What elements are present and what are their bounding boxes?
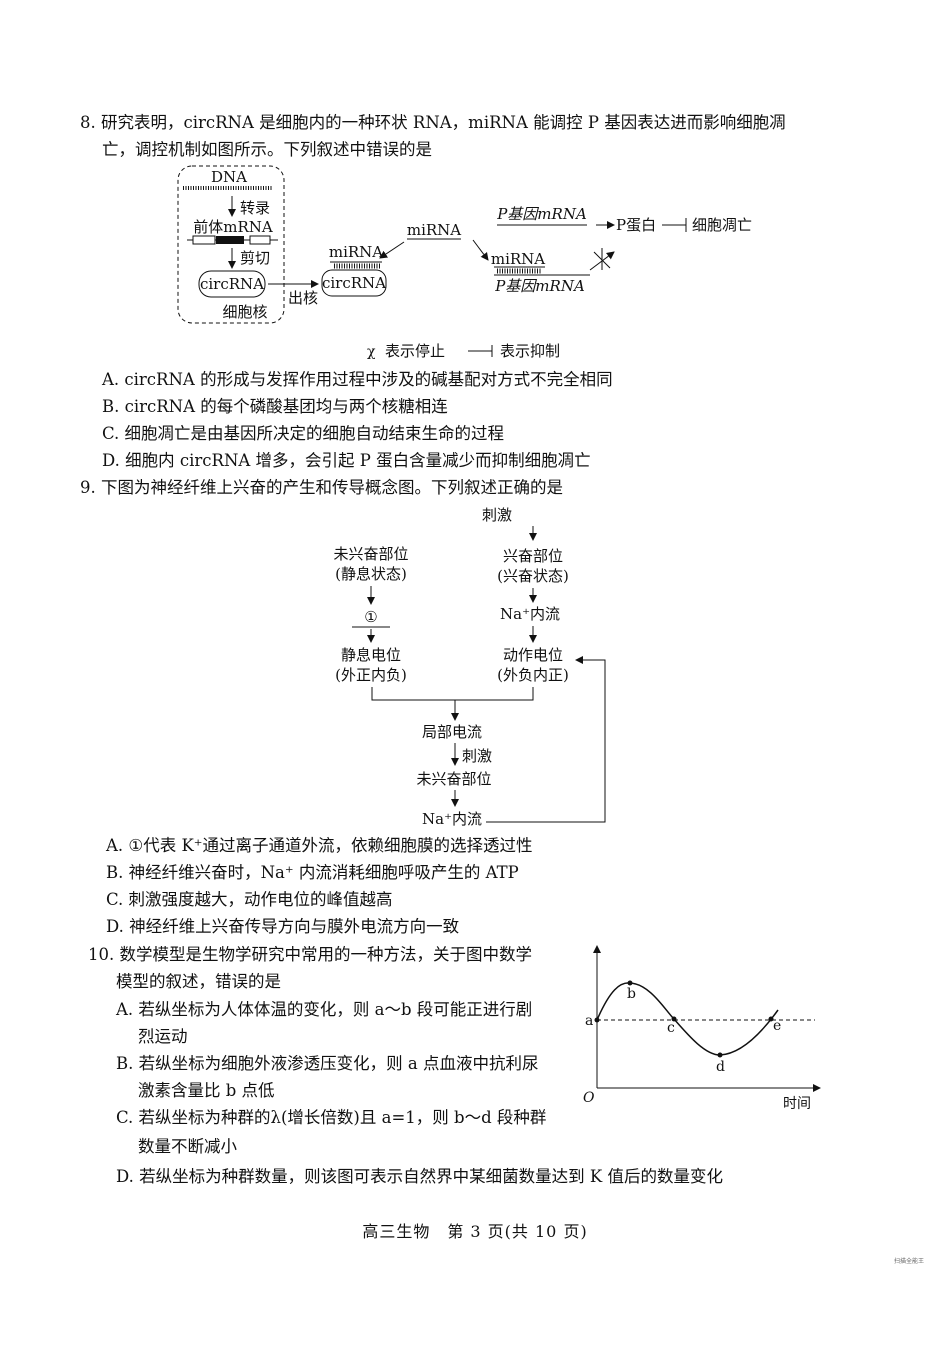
point-c: c	[667, 1020, 675, 1036]
legend-stop: 表示停止	[385, 342, 445, 360]
q8-option-c: C. 细胞凋亡是由基因所决定的细胞自动结束生命的过程	[102, 424, 505, 443]
mirna-p-label: miRNA	[491, 250, 545, 268]
q10-option-a: A. 若纵坐标为人体体温的变化，则 a～b 段可能正进行剧	[116, 1000, 533, 1019]
origin-label: O	[583, 1090, 595, 1106]
splice-label: 剪切	[240, 249, 270, 267]
apoptosis-label: 细胞凋亡	[692, 216, 752, 234]
dna-label: DNA	[211, 168, 247, 186]
excited-state-label: (兴奋状态)	[497, 567, 569, 585]
circrna-bound-label: circRNA	[322, 274, 386, 292]
stop-symbol-icon: χ	[367, 344, 376, 360]
q10-option-c-cont: 数量不断减小	[138, 1137, 237, 1156]
q9-diagram: 刺激 未兴奋部位 (静息状态) ① 静息电位 (外正内负) 兴奋部位 (兴奋状态…	[333, 506, 606, 828]
q8-option-d: D. 细胞内 circRNA 增多，会引起 P 蛋白含量减少而抑制细胞凋亡	[102, 451, 591, 470]
q10-stem: 10. 数学模型是生物学研究中常用的一种方法，关于图中数学	[88, 945, 532, 964]
stop-mark-icon	[593, 248, 611, 270]
q8-stem: 8. 研究表明，circRNA 是细胞内的一种环状 RNA，miRNA 能调控 …	[80, 113, 786, 132]
q10-option-c: C. 若纵坐标为种群的λ(增长倍数)且 a=1，则 b～d 段种群	[116, 1108, 547, 1127]
nucleus-label: 细胞核	[222, 303, 267, 321]
p-mrna-label: P基因mRNA	[496, 205, 587, 223]
resting-potential-label: 静息电位	[341, 646, 401, 664]
q9-option-c: C. 刺激强度越大，动作电位的峰值越高	[106, 890, 393, 909]
unexcited-2-label: 未兴奋部位	[416, 770, 491, 788]
p-mrna-bound-label: P基因mRNA	[494, 277, 585, 295]
q10-option-b-cont: 激素含量比 b 点低	[138, 1081, 275, 1100]
na-influx-label: Na⁺内流	[500, 605, 560, 623]
page-footer: 高三生物 第 3 页(共 10 页)	[362, 1222, 588, 1241]
action-polarity-label: (外负内正)	[497, 666, 569, 684]
circrna-label: circRNA	[200, 275, 264, 293]
transcription-label: 转录	[240, 199, 270, 217]
resting-state-label: (静息状态)	[335, 565, 407, 583]
point-e: e	[773, 1018, 781, 1034]
na-influx-2-label: Na⁺内流	[422, 810, 482, 828]
q9-stem: 9. 下图为神经纤维上兴奋的产生和传导概念图。下列叙述正确的是	[80, 478, 563, 497]
local-current-label: 局部电流	[422, 723, 482, 741]
q8-option-b: B. circRNA 的每个磷酸基团均与两个核糖相连	[102, 397, 448, 416]
blank-1: ①	[364, 608, 377, 626]
unexcited-label: 未兴奋部位	[333, 545, 408, 563]
x-axis-label: 时间	[783, 1096, 811, 1112]
q9-option-a: A. ①代表 K⁺通过离子通道外流，依赖细胞膜的选择透过性	[106, 836, 533, 855]
q9-option-d: D. 神经纤维上兴奋传导方向与膜外电流方向一致	[106, 917, 460, 936]
legend-inhibit: 表示抑制	[500, 342, 560, 360]
q9-option-b: B. 神经纤维兴奋时，Na⁺ 内流消耗细胞呼吸产生的 ATP	[106, 863, 519, 882]
p-protein-label: P蛋白	[616, 216, 656, 234]
point-b: b	[627, 986, 636, 1002]
q10-stem-2: 模型的叙述，错误的是	[116, 972, 281, 991]
excited-label: 兴奋部位	[503, 547, 563, 565]
pre-mrna-label: 前体mRNA	[193, 218, 273, 236]
q10-graph: a b c d e O 时间	[583, 945, 821, 1112]
q10-option-b: B. 若纵坐标为细胞外液渗透压变化，则 a 点血液中抗利尿	[116, 1054, 539, 1073]
mirna-bound-label: miRNA	[329, 243, 383, 261]
point-d: d	[716, 1059, 725, 1075]
q8-diagram: DNA 转录 前体mRNA 剪切 circRNA 细胞核 出核 miRNA ci…	[177, 165, 752, 360]
q8-stem-2: 亡，调控机制如图所示。下列叙述中错误的是	[102, 140, 432, 159]
resting-polarity-label: (外正内负)	[335, 666, 407, 684]
q10-option-a-cont: 烈运动	[138, 1027, 188, 1046]
point-a: a	[585, 1013, 593, 1029]
q10-option-d: D. 若纵坐标为种群数量，则该图可表示自然界中某细菌数量达到 K 值后的数量变化	[116, 1167, 723, 1186]
curve	[596, 982, 779, 1056]
stimulus-2-label: 刺激	[462, 747, 492, 765]
export-label: 出核	[288, 289, 318, 307]
stimulus-label: 刺激	[482, 506, 512, 524]
q8-option-a: A. circRNA 的形成与发挥作用过程中涉及的碱基配对方式不完全相同	[102, 370, 613, 389]
action-potential-label: 动作电位	[503, 646, 563, 664]
watermark: 扫描全能王	[894, 1258, 925, 1265]
mirna-label: miRNA	[407, 221, 461, 239]
